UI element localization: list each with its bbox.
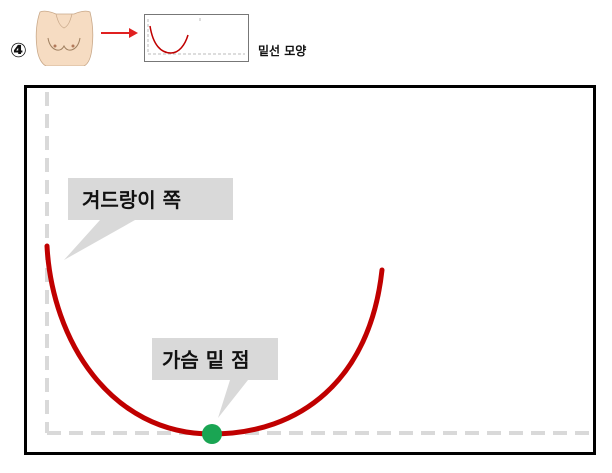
callout-armpit-label: 겨드랑이 쪽: [82, 188, 181, 212]
callout-armpit: 겨드랑이 쪽: [64, 178, 233, 260]
under-breast-point: [202, 424, 222, 444]
caption-underline-shape: 밑선 모양: [258, 44, 307, 58]
step-number: ④: [10, 38, 27, 62]
callout-under-breast: 가슴 밑 점: [152, 338, 278, 418]
callout-under-breast-label: 가슴 밑 점: [162, 348, 250, 372]
diagram-frame: [24, 85, 596, 455]
curve-thumbnail: [144, 14, 249, 62]
torso-illustration: [34, 8, 94, 66]
right-arrow-icon: [101, 28, 138, 38]
